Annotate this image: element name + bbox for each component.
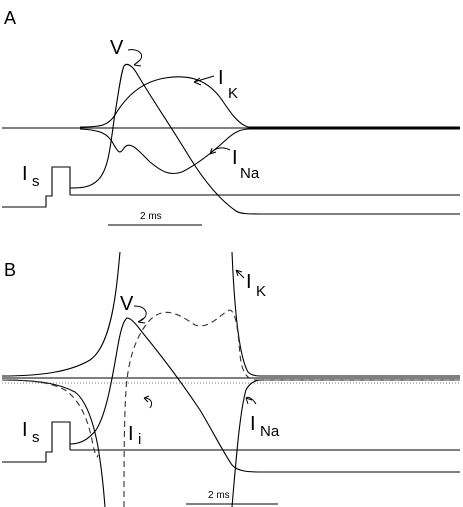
panel-a-ik-arrow: [193, 75, 215, 86]
panel-b-scale-label: 2 ms: [208, 490, 230, 501]
panel-b-letter: B: [4, 260, 16, 280]
panel-b-stimulus-trace: [2, 421, 71, 463]
panel-a-voltage-label: V: [110, 37, 124, 59]
panel-a-is-label-sub: s: [32, 173, 40, 190]
panel-b-is-label-main: I: [22, 419, 28, 441]
panel-b-ik-arrow: [235, 269, 245, 279]
panel-b-ii-trace-main: [123, 309, 460, 507]
panel-b-ii-trace: [1, 379, 99, 458]
panel-a-voltage-trace: [69, 63, 460, 215]
panel-b-ik-label-main: I: [246, 271, 252, 293]
panel-a-ik-trace: [79, 76, 460, 128]
panel-a-letter: A: [4, 8, 16, 28]
panel-b-ina-label-main: I: [250, 413, 256, 435]
panel-a-ina-trace: [79, 128, 460, 175]
panel-b-ina-label-sub: Na: [260, 423, 280, 440]
panel-a: A V I K I Na I s 2 ms: [2, 8, 460, 226]
panel-a-voltage-arrow: [127, 49, 143, 67]
panel-a-scale-label: 2 ms: [140, 211, 162, 222]
panel-b-is-label-sub: s: [32, 429, 40, 446]
panel-b-voltage-arrow: [133, 305, 147, 324]
panel-b-ik-trace-return: [231, 251, 460, 377]
panel-b-ii-label-sub: i: [138, 431, 141, 448]
panel-a-ik-label-main: I: [218, 67, 224, 89]
panel-a-ik-label-sub: K: [228, 85, 238, 102]
panel-b-ina-trace: [1, 379, 106, 507]
panel-b-ii-arrow: [143, 395, 153, 409]
panel-a-stimulus-trace: [2, 166, 71, 208]
panel-a-ina-arrow: [209, 147, 231, 155]
panel-b-ik-label-sub: K: [256, 283, 266, 300]
panel-a-ina-label-main: I: [232, 147, 238, 169]
panel-b-ina-trace-return: [231, 379, 460, 507]
panel-b-voltage-label: V: [120, 293, 134, 315]
panel-a-is-label-main: I: [22, 163, 28, 185]
panel-b-ina-arrow: [245, 396, 257, 405]
panel-b-ii-label-main: I: [128, 423, 134, 445]
panel-b-voltage-trace: [69, 317, 460, 473]
panel-b-ik-trace: [1, 251, 121, 377]
panel-a-ina-label-sub: Na: [240, 165, 260, 182]
panel-b: B V I K I Na I i I s 2: [1, 251, 460, 507]
